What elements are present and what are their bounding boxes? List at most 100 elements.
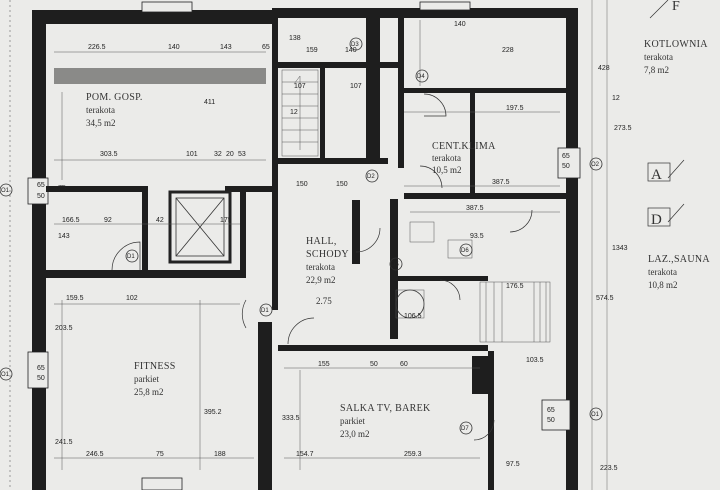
- svg-text:140: 140: [345, 47, 357, 54]
- svg-text:D3: D3: [351, 42, 359, 48]
- svg-text:150: 150: [336, 181, 348, 188]
- room-fitness-name: FITNESS: [134, 361, 176, 372]
- right-window-2: [541, 399, 571, 431]
- room-laz-floor: terakota: [648, 267, 677, 277]
- svg-text:F: F: [672, 0, 680, 14]
- svg-text:50: 50: [370, 361, 378, 368]
- left-window-2: [27, 351, 49, 389]
- svg-text:O1: O1: [1, 188, 10, 194]
- svg-text:150: 150: [296, 181, 308, 188]
- staircase: [281, 69, 319, 157]
- svg-text:140: 140: [168, 44, 180, 51]
- svg-text:101: 101: [186, 151, 198, 158]
- top-window-left: [141, 1, 193, 13]
- svg-text:103.5: 103.5: [526, 357, 544, 364]
- svg-text:107: 107: [294, 83, 306, 90]
- svg-text:197.5: 197.5: [506, 105, 524, 112]
- svg-text:D7: D7: [461, 426, 469, 432]
- svg-text:143: 143: [58, 233, 70, 240]
- svg-text:D5: D5: [391, 262, 399, 268]
- room-cent-floor: terakota: [432, 153, 461, 163]
- bottom-window-left: [141, 477, 183, 490]
- svg-text:65: 65: [262, 44, 270, 51]
- room-hall-name1: HALL,: [306, 236, 337, 247]
- svg-text:107: 107: [350, 83, 362, 90]
- svg-text:303.5: 303.5: [100, 151, 118, 158]
- svg-text:411: 411: [204, 99, 215, 106]
- svg-text:D4: D4: [417, 74, 425, 80]
- svg-text:387.5: 387.5: [492, 179, 510, 186]
- svg-text:97.5: 97.5: [506, 461, 520, 468]
- room-kotl-floor: terakota: [644, 52, 673, 62]
- svg-text:50: 50: [37, 375, 45, 382]
- room-laz-name: LAZ.,SAUNA: [648, 254, 710, 265]
- svg-text:259.3: 259.3: [404, 451, 422, 458]
- svg-text:50: 50: [37, 193, 45, 200]
- dimension-lines: [54, 20, 560, 470]
- svg-text:93.5: 93.5: [470, 233, 484, 240]
- svg-text:12: 12: [290, 109, 298, 116]
- svg-text:143: 143: [220, 44, 232, 51]
- svg-text:395.2: 395.2: [204, 409, 222, 416]
- room-salka-name: SALKA TV, BAREK: [340, 403, 431, 414]
- svg-text:246.5: 246.5: [86, 451, 104, 458]
- svg-text:53: 53: [238, 151, 246, 158]
- svg-text:D: D: [651, 212, 662, 228]
- svg-text:226.5: 226.5: [88, 44, 106, 51]
- room-cent-name: CENT.KLIMA: [432, 141, 496, 152]
- svg-text:154.7: 154.7: [296, 451, 314, 458]
- svg-text:428: 428: [598, 65, 610, 72]
- room-pom-area: 34,5 m2: [86, 118, 116, 128]
- svg-text:20: 20: [226, 151, 234, 158]
- svg-text:106.5: 106.5: [404, 313, 422, 320]
- room-kotl-name: KOTLOWNIA: [644, 39, 708, 50]
- room-fitness-floor: parkiet: [134, 374, 159, 384]
- room-pom-name: POM. GOSP.: [86, 92, 143, 103]
- svg-text:D1: D1: [127, 254, 135, 260]
- level-mark: 2.75: [316, 296, 332, 306]
- svg-text:50: 50: [547, 417, 555, 424]
- section-marker-f: F: [649, 0, 680, 19]
- svg-text:273.5: 273.5: [614, 125, 632, 132]
- svg-text:102: 102: [126, 295, 138, 302]
- svg-text:223.5: 223.5: [600, 465, 618, 472]
- svg-text:155: 155: [318, 361, 330, 368]
- room-hall-name2: SCHODY: [306, 249, 349, 260]
- svg-text:175: 175: [220, 217, 232, 224]
- svg-text:60: 60: [400, 361, 408, 368]
- svg-text:387.5: 387.5: [466, 205, 484, 212]
- elevator-shaft: [168, 190, 232, 264]
- svg-text:75: 75: [58, 185, 66, 192]
- svg-text:138: 138: [289, 35, 301, 42]
- svg-text:D1: D1: [261, 308, 269, 314]
- svg-text:176.5: 176.5: [506, 283, 524, 290]
- door-swings: [111, 93, 533, 441]
- svg-text:241.5: 241.5: [55, 439, 73, 446]
- svg-text:D2: D2: [367, 174, 375, 180]
- top-window-right: [419, 1, 471, 11]
- svg-text:O2: O2: [591, 162, 600, 168]
- svg-text:228: 228: [502, 47, 514, 54]
- svg-text:1343: 1343: [612, 245, 628, 252]
- svg-text:92: 92: [104, 217, 112, 224]
- section-marker-d: D: [647, 203, 685, 228]
- svg-text:159: 159: [306, 47, 318, 54]
- room-hall-floor: terakota: [306, 262, 335, 272]
- svg-text:65: 65: [562, 153, 570, 160]
- room-cent-area: 10,5 m2: [432, 165, 462, 175]
- svg-text:333.5: 333.5: [282, 415, 300, 422]
- svg-text:203.5: 203.5: [55, 325, 73, 332]
- svg-text:159.5: 159.5: [66, 295, 84, 302]
- room-fitness-area: 25,8 m2: [134, 387, 164, 397]
- section-marker-a: A: [647, 159, 685, 183]
- room-laz-area: 10,8 m2: [648, 280, 678, 290]
- svg-text:42: 42: [156, 217, 164, 224]
- room-salka-floor: parkiet: [340, 416, 365, 426]
- sauna-bench: [479, 281, 551, 343]
- dimension-labels: 226.5 140 143 65 138 159 140 228 140 303…: [37, 21, 632, 472]
- room-hall-area: 22,9 m2: [306, 275, 336, 285]
- shower-box: [395, 289, 425, 319]
- svg-text:O1: O1: [591, 412, 600, 418]
- toilet: [409, 221, 435, 243]
